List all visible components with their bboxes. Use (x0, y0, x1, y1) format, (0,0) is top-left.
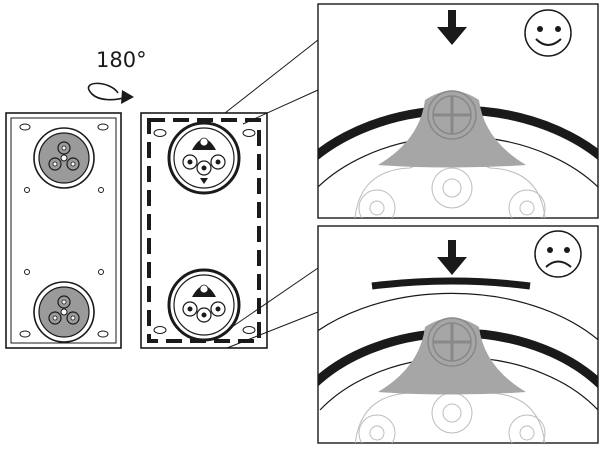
detail-incorrect-key (378, 317, 526, 395)
bottom-leader-line-lower (226, 311, 319, 349)
left-bottom-socket (33, 281, 95, 343)
detail-incorrect-misaligned-seal (371, 277, 531, 290)
down-arrow-icon (437, 10, 467, 45)
detail-correct-key (378, 90, 526, 168)
rotation-label: 180° (96, 48, 147, 72)
right-panel-screws (153, 129, 256, 334)
leader-lines (212, 39, 319, 349)
right-panel (140, 112, 268, 349)
left-panel-inner-outline (10, 117, 117, 344)
right-bottom-socket (167, 268, 241, 342)
frowning-face-icon (534, 230, 582, 278)
detail-incorrect (317, 225, 599, 444)
down-arrow-icon (437, 240, 467, 275)
bottom-leader-line-upper (212, 267, 319, 341)
detail-correct (317, 3, 599, 219)
top-leader-line-lower (242, 89, 319, 125)
left-panel (5, 112, 122, 349)
top-leader-line-upper (224, 39, 319, 114)
left-top-socket (33, 127, 95, 189)
left-panel-screws (19, 123, 109, 338)
rotate-arrow-icon (87, 82, 134, 104)
rotation-indicator: 180° (87, 48, 147, 104)
right-top-socket (167, 121, 241, 195)
smiley-face-icon (524, 9, 572, 57)
